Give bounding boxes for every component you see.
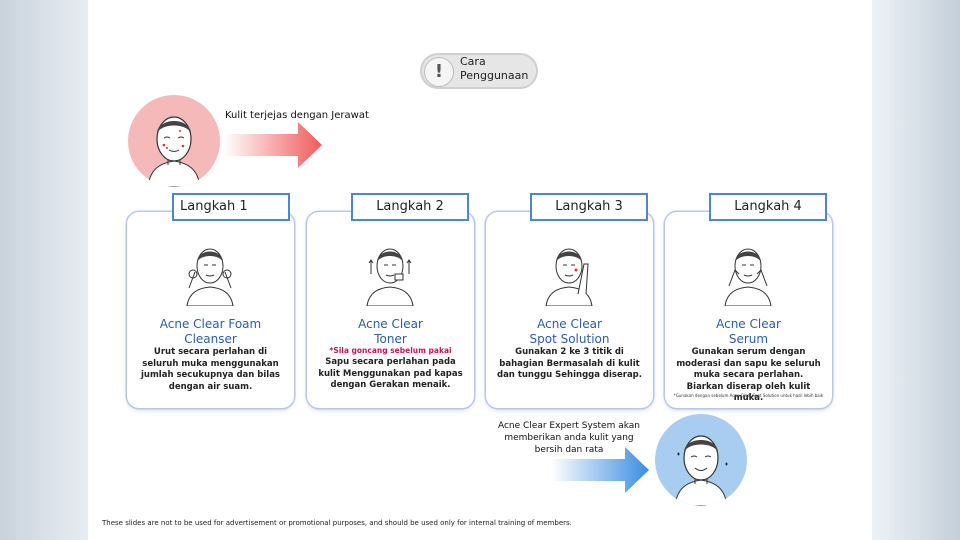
product-name-3-line1: Acne Clear xyxy=(537,317,602,331)
face-toner-icon xyxy=(366,248,414,306)
product-name-2-line2: Toner xyxy=(374,332,407,346)
product-name-4-line1: Acne Clear xyxy=(716,317,781,331)
product-name-4-line2: Serum xyxy=(728,332,769,346)
background-left-panel xyxy=(0,0,88,540)
usage-header-line2: Penggunaan xyxy=(460,69,529,82)
step-label-1: Langkah 1 xyxy=(172,193,290,221)
product-desc-3: Gunakan 2 ke 3 titik di bahagian Bermasa… xyxy=(496,347,642,380)
disclaimer-text: These slides are not to be used for adve… xyxy=(102,519,572,527)
step-label-2: Langkah 2 xyxy=(351,193,469,221)
face-wash-icon xyxy=(186,248,234,306)
usage-header-line1: Cara xyxy=(460,55,486,68)
step-card-2 xyxy=(307,212,474,408)
product-name-1: Acne Clear Foam Cleanser xyxy=(127,317,294,347)
acne-face-circle xyxy=(128,95,220,187)
product-name-2-line1: Acne Clear xyxy=(358,317,423,331)
product-desc-2: Sapu secara perlahan pada kulit Mengguna… xyxy=(318,357,463,390)
step-card-1 xyxy=(127,212,294,408)
product-name-3: Acne Clear Spot Solution xyxy=(486,317,653,347)
arrow-right-icon xyxy=(551,447,649,493)
step-card-2-text: Acne Clear Toner *Sila goncang sebelum p… xyxy=(307,212,474,408)
step-card-4-text: Acne Clear Serum Gunakan serum dengan mo… xyxy=(665,212,832,408)
step-label-3: Langkah 3 xyxy=(530,193,648,221)
product-footnote-4: *Gunakan dengan sebelum Acne Clear Spot … xyxy=(673,393,824,398)
product-note-2: *Sila goncang sebelum pakai xyxy=(329,346,452,355)
product-name-1-line2: Cleanser xyxy=(184,332,237,346)
step-card-4 xyxy=(665,212,832,408)
step-label-4: Langkah 4 xyxy=(709,193,827,221)
step-card-3-text: Acne Clear Spot Solution Gunakan 2 ke 3 … xyxy=(486,212,653,408)
product-name-2: Acne Clear Toner xyxy=(307,317,474,347)
acne-face-icon xyxy=(147,116,201,187)
product-name-1-line1: Acne Clear Foam xyxy=(159,317,262,331)
usage-header-title: Cara Penggunaan xyxy=(460,55,528,83)
clear-face-icon xyxy=(674,435,728,506)
exclamation-icon: ! xyxy=(424,57,454,87)
step-card-3 xyxy=(486,212,653,408)
intro-label: Kulit terjejas dengan Jerawat xyxy=(225,110,369,121)
clear-face-circle xyxy=(655,414,747,506)
usage-header-pill: ! Cara Penggunaan xyxy=(420,53,538,89)
product-desc-4: Gunakan serum dengan moderasi dan sapu k… xyxy=(676,347,821,403)
face-serum-icon xyxy=(724,248,772,306)
product-name-4: Acne Clear Serum xyxy=(665,317,832,347)
step-card-1-text: Acne Clear Foam Cleanser Urut secara per… xyxy=(127,212,294,408)
product-desc-1: Urut secara perlahan di seluruh muka men… xyxy=(140,347,280,392)
arrow-right-icon xyxy=(224,122,322,168)
face-spot-icon xyxy=(545,248,593,306)
product-name-3-line2: Spot Solution xyxy=(529,332,610,346)
result-text: Acne Clear Expert System akan memberikan… xyxy=(497,421,640,455)
background-right-panel xyxy=(872,0,960,540)
